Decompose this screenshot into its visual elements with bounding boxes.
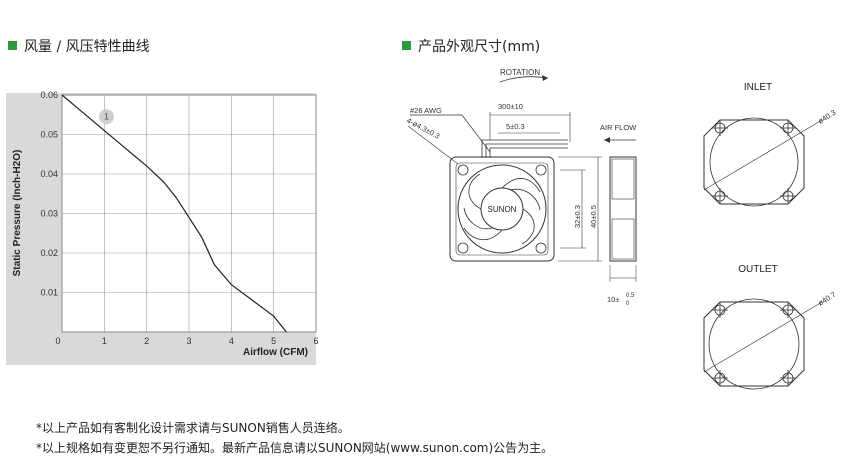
hub-brand-label: SUNON (488, 205, 517, 214)
inlet-dia-label: ø40.3 (816, 108, 837, 126)
green-square-icon (8, 41, 17, 50)
side-view-detail (611, 158, 635, 200)
inlet-circle (709, 117, 799, 207)
x-axis-label: Airflow (CFM) (243, 347, 308, 358)
x-tick-label: 0 (55, 336, 60, 346)
x-tick-label: 4 (229, 336, 234, 346)
rotation-arrowhead (542, 75, 548, 81)
airflow-arrowhead (604, 137, 610, 143)
fan-frame-inner (455, 162, 549, 256)
curve-marker-label: 1 (104, 112, 109, 122)
hole-leader (407, 125, 459, 165)
fan-front-view: ROTATION #26 AWG 300±10 5±0.3 4-ø4.3±0.3… (405, 68, 637, 307)
x-tick-labels: 0 1 2 3 4 5 6 (55, 336, 318, 346)
x-tick-label: 5 (271, 336, 276, 346)
outlet-label: OUTLET (738, 264, 777, 275)
thickness-tol-lower: 0 (626, 301, 630, 307)
wire-leader-diag (461, 114, 491, 153)
side-view-frame (609, 156, 637, 262)
y-tick-label: 0.03 (40, 209, 58, 219)
y-tick-label: 0.01 (40, 288, 58, 298)
lead-length-label: 300±10 (498, 102, 523, 111)
rotation-label: ROTATION (500, 68, 540, 77)
curve-marker (98, 109, 114, 125)
chart-section-title: 风量 / 风压特性曲线 (8, 36, 150, 56)
hole-label: 4-ø4.3±0.3 (405, 116, 441, 141)
strip-length-label: 5±0.3 (506, 122, 525, 131)
wire-3 (489, 147, 568, 158)
y-tick-label: 0.02 (40, 248, 58, 258)
dim-32-label: 32±0.3 (573, 205, 582, 228)
chart-section-title-text: 风量 / 风压特性曲线 (24, 39, 150, 55)
chart-grid (62, 95, 316, 332)
y-tick-label: 0.05 (40, 130, 58, 140)
thickness-tol-upper: 0.5 (626, 293, 635, 299)
inlet-label: INLET (744, 82, 772, 93)
mount-hole (535, 164, 547, 176)
pq-curve-line (61, 94, 287, 333)
inlet-dia-leader (703, 119, 823, 191)
airflow-label: AIR FLOW (600, 123, 637, 132)
y-tick-label: 0.04 (40, 169, 58, 179)
outlet-dia-label: ø40.7 (816, 290, 837, 308)
x-tick-label: 2 (144, 336, 149, 346)
mount-hole (457, 164, 469, 176)
fan-frame (449, 156, 555, 262)
side-view-detail (611, 218, 635, 260)
outlet-dia-leader (703, 301, 823, 373)
dimension-section-title-text: 产品外观尺寸(mm) (418, 39, 541, 55)
dimension-section-title: 产品外观尺寸(mm) (402, 36, 540, 56)
wire-2 (485, 143, 568, 158)
note-customization: *以上产品如有客制化设计需求请与SUNON销售人员连络。 (36, 421, 350, 435)
outlet-holes (712, 302, 796, 386)
fan-blades (463, 173, 541, 245)
inlet-outlet-views: INLET ø40.3 OUTLET ø40.7 (703, 82, 837, 390)
mount-hole (457, 242, 469, 254)
rotation-arrow (499, 76, 549, 83)
green-square-icon (402, 41, 411, 50)
x-tick-label: 3 (186, 336, 191, 346)
x-tick-label: 1 (102, 336, 107, 346)
dim-40-label: 40±0.5 (589, 205, 598, 228)
fan-duct (457, 164, 547, 254)
outlet-circle (708, 298, 800, 390)
y-tick-label: 0.06 (40, 90, 58, 100)
y-tick-labels: 0.01 0.02 0.03 0.04 0.05 0.06 (40, 90, 58, 298)
thickness-label: 10± (607, 295, 619, 304)
wire-label: #26 AWG (410, 106, 442, 115)
mount-hole (535, 242, 547, 254)
wire-1 (481, 139, 568, 158)
inlet-holes (712, 120, 796, 204)
fan-hub (480, 187, 524, 231)
note-spec-change: *以上规格如有变更恕不另行通知。最新产品信息请以SUNON网站(www.suno… (36, 441, 554, 455)
x-tick-label: 6 (313, 336, 318, 346)
pq-chart: 0 1 2 3 4 5 6 0.01 0.02 0.03 0.04 0.05 0.06 1 Airfl… (6, 90, 319, 365)
y-axis-label: Static Pressure (Inch-H2O) (12, 150, 23, 277)
